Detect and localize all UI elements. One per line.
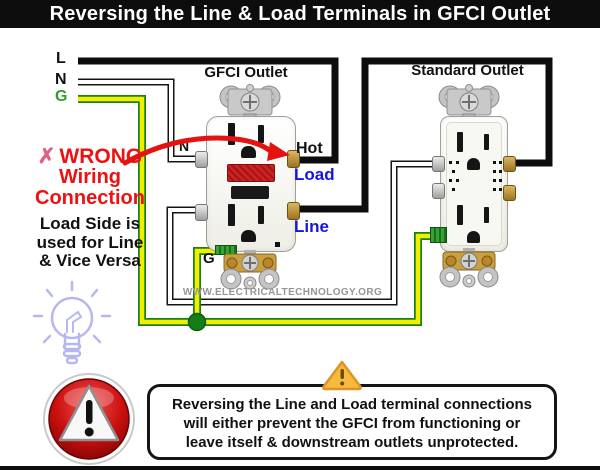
gfci-line-hot-terminal — [287, 202, 300, 220]
gfci-indicator-dot — [275, 242, 280, 247]
standard-title: Standard Outlet — [411, 62, 524, 79]
alert-circle-icon — [43, 373, 135, 465]
warning-line3: leave itself & downstream outlets unprot… — [185, 434, 519, 451]
standard-pushin-holes — [449, 161, 452, 164]
neutral-interconnect-wire — [168, 162, 442, 304]
warning-triangle-icon — [322, 360, 362, 391]
standard-neutral-terminal — [432, 156, 445, 172]
warning-line1: Reversing the Line and Load terminal con… — [171, 396, 533, 413]
gfci-test-button — [227, 164, 275, 182]
standard-hot-terminal — [503, 185, 516, 201]
ground-junction-dot — [187, 312, 207, 332]
gfci-title: GFCI Outlet — [204, 64, 288, 81]
standard-top-bracket — [438, 84, 500, 120]
bottom-border — [0, 466, 600, 470]
gfci-line-neutral-terminal — [195, 204, 208, 221]
gfci-ground-hole — [241, 230, 256, 242]
standard-ground-hole — [467, 158, 480, 170]
warning-line2: will either prevent the GFCI from functi… — [183, 415, 521, 432]
gfci-load-tag: Load — [294, 165, 335, 184]
standard-pushin-holes — [493, 161, 496, 164]
gfci-slot — [228, 204, 235, 226]
wrong-detail3: & Vice Versa — [39, 251, 141, 270]
gfci-bottom-bracket — [220, 250, 280, 290]
gfci-hot-tag: Hot — [296, 140, 323, 157]
supply-ground-label: G — [55, 88, 68, 105]
wrong-detail2: used for Line — [36, 232, 144, 252]
standard-slot — [484, 134, 489, 150]
standard-ground-hole — [467, 231, 480, 243]
gfci-line-tag: Line — [294, 217, 329, 236]
ground-wire — [78, 96, 442, 325]
gfci-top-bracket — [219, 84, 281, 120]
watermark: WWW.ELECTRICALTECHNOLOGY.ORG — [182, 287, 383, 298]
x-mark-icon: ✗ — [37, 145, 56, 168]
wrong-headline: WRONG — [59, 145, 143, 168]
standard-slot — [457, 132, 463, 152]
standard-face — [446, 122, 502, 246]
standard-bottom-bracket — [439, 248, 499, 288]
line-interconnect-wire — [292, 57, 553, 213]
page-title: Reversing the Line & Load Terminals in G… — [0, 0, 600, 28]
supply-neutral-label: N — [55, 71, 67, 88]
gfci-load-neutral-terminal — [195, 151, 208, 168]
gfci-ground-tag: G — [203, 250, 215, 267]
standard-hot-terminal — [503, 156, 516, 172]
standard-slot — [457, 205, 463, 225]
gfci-slot — [258, 125, 264, 143]
wrong-line3: Connection — [35, 187, 145, 209]
gfci-reset-button — [231, 186, 269, 199]
gfci-slot — [228, 123, 235, 145]
standard-slot — [484, 207, 489, 223]
live-wire — [78, 57, 339, 164]
warning-box: Reversing the Line and Load terminal con… — [147, 384, 557, 460]
standard-neutral-terminal — [432, 183, 445, 199]
gfci-slot — [258, 206, 264, 224]
wrong-line2: Wiring — [58, 166, 122, 188]
gfci-neutral-tag: N — [179, 138, 190, 154]
wrong-note: ✗WRONG Wiring Connection Load Side is us… — [10, 146, 170, 271]
wrong-detail1: Load Side is — [39, 214, 141, 233]
idea-bulb-icon — [32, 280, 112, 365]
standard-ground-terminal — [430, 227, 447, 243]
gfci-ground-hole — [241, 146, 256, 158]
supply-live-label: L — [56, 50, 66, 67]
